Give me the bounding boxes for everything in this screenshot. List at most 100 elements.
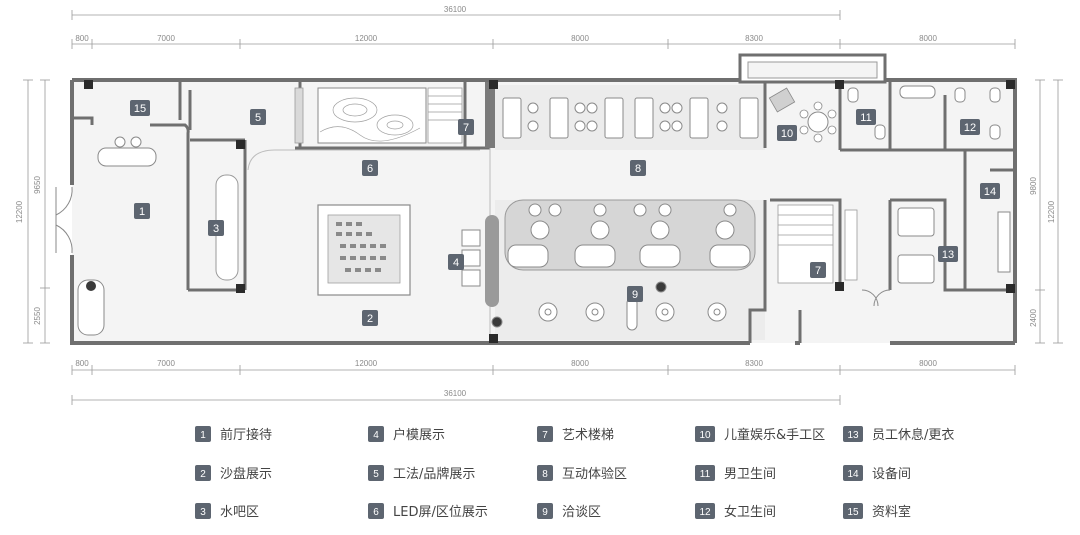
bottom-seg-3: 12000 [355, 359, 378, 368]
plan-badge-number: 3 [213, 223, 219, 235]
art-stairs-2 [777, 204, 834, 284]
legend-label: 户模展示 [393, 427, 445, 443]
reception-chair [114, 136, 126, 148]
legend-item: 15 资料室 [843, 503, 911, 520]
plan-badge-5: 5 [250, 109, 266, 125]
plan-badge-8: 8 [630, 160, 646, 176]
bottom-seg-4: 8000 [571, 359, 589, 368]
right-dimensions [1035, 79, 1063, 344]
bay-inner [747, 61, 878, 79]
left-dimensions [23, 79, 50, 344]
legend-label: 设备间 [872, 466, 911, 482]
bottom-dimensions [71, 365, 1016, 405]
plan-badge-6: 6 [362, 160, 378, 176]
legend-item: 9 洽谈区 [537, 503, 601, 520]
legend-number: 11 [700, 469, 711, 480]
legend-number: 13 [847, 430, 859, 441]
left-upper-dim: 9650 [33, 176, 42, 194]
legend-label: 艺术楼梯 [562, 428, 614, 443]
legend-label: 工法/品牌展示 [393, 466, 475, 482]
equipment-box [997, 211, 1011, 273]
legend-item: 6 LED屏/区位展示 [368, 503, 488, 520]
legend-number: 14 [847, 469, 859, 480]
legend-item: 12 女卫生间 [695, 503, 776, 520]
top-seg-4: 8000 [571, 34, 589, 43]
legend-item: 11 男卫生间 [695, 465, 776, 482]
bottom-total-dim: 36100 [444, 389, 467, 398]
toilet-fixtures [847, 85, 1001, 140]
legend-label: 儿童娱乐&手工区 [724, 427, 825, 443]
plan-badge-number: 1 [139, 206, 145, 218]
legend-item: 4 户模展示 [368, 426, 445, 443]
legend-label: 互动体验区 [562, 466, 627, 482]
plan-badge-13: 13 [938, 246, 958, 262]
legend-number: 9 [542, 507, 548, 518]
right-lower-dim: 2400 [1029, 309, 1038, 327]
lounge-bench [77, 279, 105, 336]
interior-walls [72, 82, 1015, 343]
curved-zone-line [247, 149, 480, 171]
top-seg-5: 8300 [745, 34, 763, 43]
left-total-dim: 12200 [15, 200, 24, 223]
bottom-seg-2: 7000 [157, 359, 175, 368]
interaction-seating [502, 97, 759, 139]
plan-badge-number: 4 [453, 257, 459, 269]
plan-badge-number: 7 [463, 122, 469, 134]
bottom-seg-1: 800 [75, 359, 89, 368]
plan-badge-2: 2 [362, 310, 378, 326]
kids-chairs [799, 101, 837, 143]
plan-badge-10: 10 [777, 125, 797, 141]
flower-tables [491, 281, 727, 331]
plan-badge-number: 7 [815, 265, 821, 277]
staff-beds [897, 207, 935, 284]
plan-badge-1: 1 [134, 203, 150, 219]
top-seg-2: 7000 [157, 34, 175, 43]
lounge-platform [504, 199, 756, 271]
planter [86, 281, 96, 291]
reception-desk [97, 147, 157, 167]
legend-number: 12 [699, 507, 711, 518]
bottom-seg-5: 8300 [745, 359, 763, 368]
plan-badge-number: 9 [632, 289, 638, 301]
legend-number: 7 [542, 430, 548, 441]
plan-badge-3: 3 [208, 220, 224, 236]
top-seg-6: 8000 [919, 34, 937, 43]
legend-label: LED屏/区位展示 [393, 505, 488, 520]
top-total-dim: 36100 [444, 5, 467, 14]
legend-label: 女卫生间 [724, 504, 776, 520]
legend-number: 1 [200, 430, 206, 441]
right-total-dim: 12200 [1047, 200, 1056, 223]
plan-badge-15: 15 [130, 100, 150, 116]
legend-number: 4 [373, 430, 379, 441]
legend-number: 6 [373, 507, 379, 518]
plan-badge-11: 11 [856, 109, 876, 125]
legend-item: 14 设备间 [843, 465, 911, 482]
bottom-seg-6: 8000 [919, 359, 937, 368]
legend-label: 男卫生间 [724, 467, 776, 482]
reception-chair [130, 136, 142, 148]
plan-badge-number: 10 [781, 128, 793, 140]
plan-badge-4: 4 [448, 254, 464, 270]
top-seg-1: 800 [75, 34, 89, 43]
led-wall [485, 215, 499, 307]
legend-item: 5 工法/品牌展示 [368, 465, 475, 482]
legend-number: 5 [373, 469, 379, 480]
plan-badge-number: 15 [134, 103, 146, 115]
top-seg-3: 12000 [355, 34, 378, 43]
plan-badge-number: 8 [635, 163, 641, 175]
legend-number: 15 [847, 507, 859, 518]
entrance-door [55, 186, 73, 254]
legend-label: 洽谈区 [562, 505, 601, 520]
legend-number: 2 [200, 469, 206, 480]
negotiation-tables [507, 203, 751, 268]
legend-label: 资料室 [872, 504, 911, 520]
plan-badge-9: 9 [627, 286, 643, 302]
plan-badge-number: 11 [860, 112, 871, 124]
